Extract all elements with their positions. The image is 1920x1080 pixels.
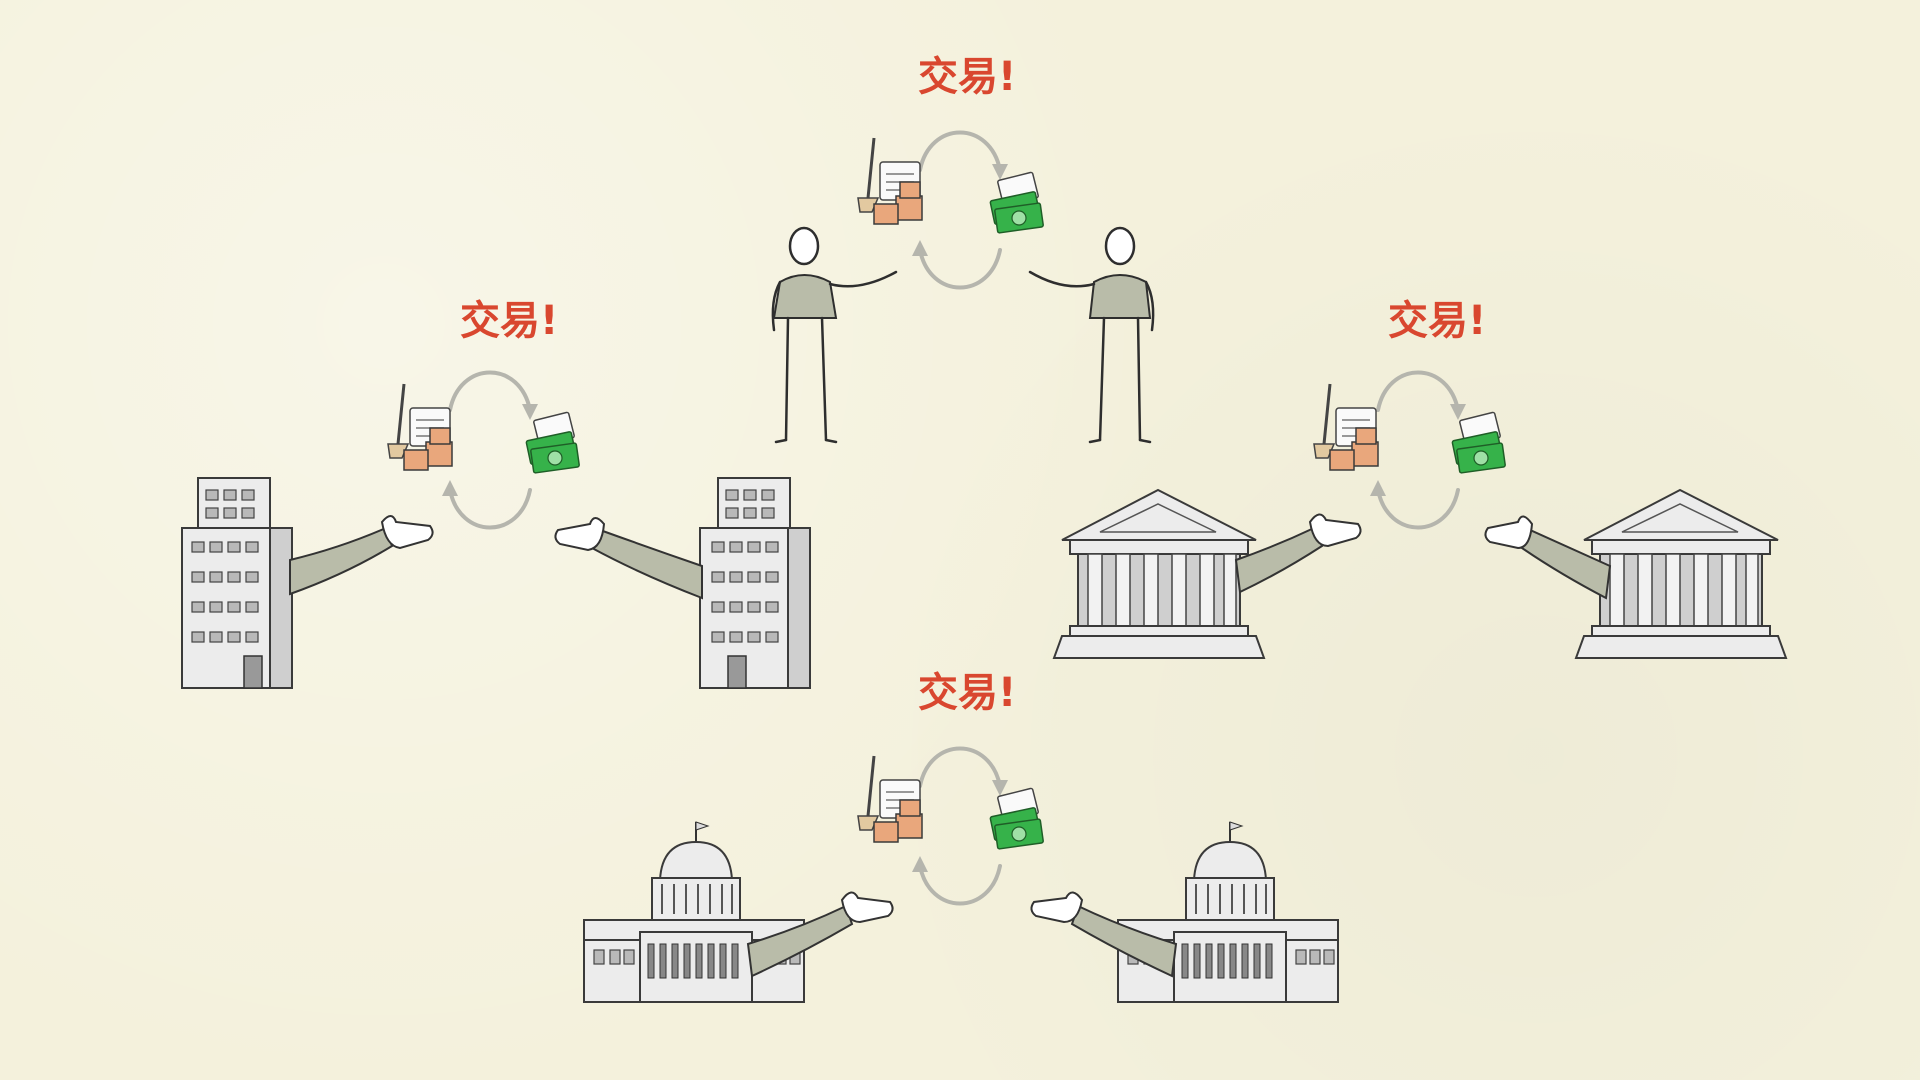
companies-trade-scene: 交易! — [181, 298, 811, 689]
people-trade-scene: 交易! — [771, 54, 1155, 444]
trade-label-banks: 交易! — [1388, 298, 1486, 344]
bank-left-icon — [1052, 488, 1362, 659]
office-building-left-icon — [181, 477, 434, 689]
office-building-right-icon — [554, 477, 811, 689]
money-icon — [525, 411, 581, 474]
money-icon — [989, 787, 1045, 850]
bank-right-icon — [1484, 488, 1788, 659]
goods-icon — [1312, 382, 1380, 472]
goods-icon — [856, 136, 924, 226]
trade-label-governments: 交易! — [918, 670, 1016, 716]
capitol-right-icon — [1030, 821, 1339, 1003]
governments-trade-scene: 交易! — [583, 670, 1339, 1003]
money-icon — [989, 171, 1045, 234]
capitol-left-icon — [583, 821, 894, 1003]
trade-label-people: 交易! — [918, 54, 1016, 100]
person-left-icon — [771, 226, 898, 444]
trade-label-companies: 交易! — [460, 298, 558, 344]
goods-icon — [856, 754, 924, 844]
person-right-icon — [1028, 226, 1155, 444]
money-icon — [1451, 411, 1507, 474]
exchange-arrows-icon — [1368, 370, 1468, 530]
goods-icon — [386, 382, 454, 472]
exchange-arrows-icon — [440, 370, 540, 530]
banks-trade-scene: 交易! — [1052, 298, 1788, 659]
